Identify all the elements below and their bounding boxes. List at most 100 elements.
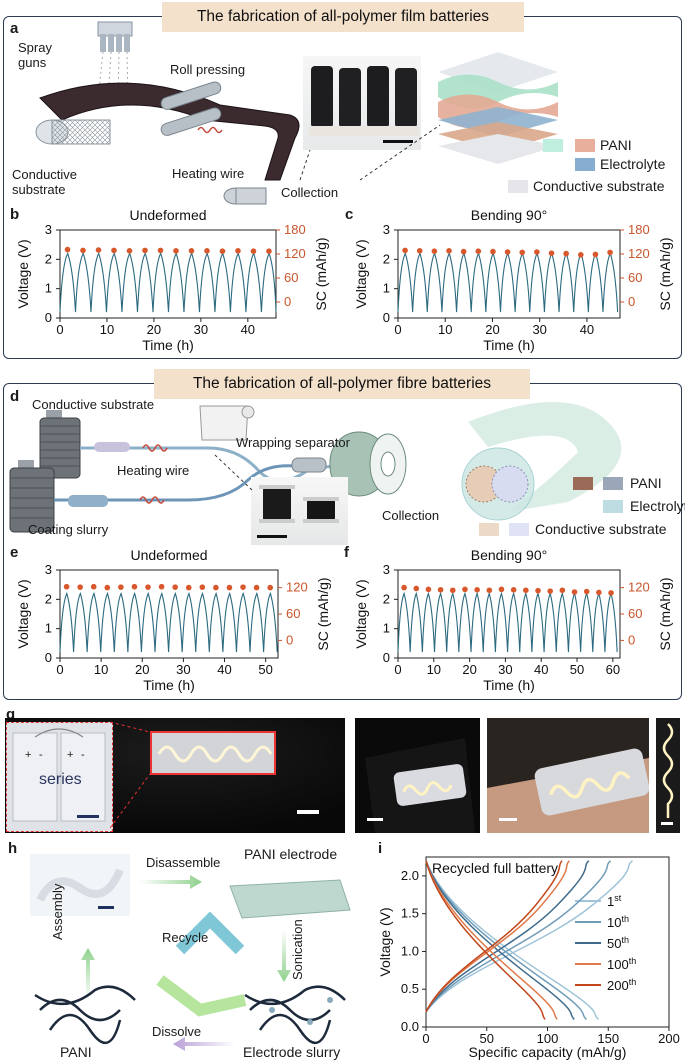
capacity-point (490, 248, 496, 255)
capacity-point (596, 589, 602, 596)
legend-electrolyte-swatch (575, 158, 595, 171)
collection-label: Collection (281, 185, 339, 200)
fibre-spools-photo (251, 477, 348, 545)
voltage-series-line (59, 591, 278, 653)
discharge-curve-200th (425, 860, 546, 1020)
capacity-point (131, 583, 138, 590)
y2-tick-label: 60 (286, 606, 300, 621)
y2-tick-label: 180 (628, 222, 650, 237)
y-tick-label: 1 (383, 621, 390, 636)
y-axis-label: Voltage (V) (353, 239, 369, 308)
plot-frame (425, 856, 670, 1028)
zoom-dashes (299, 124, 441, 181)
capacity-point (226, 584, 233, 591)
spool-icon-lower (9, 460, 55, 533)
capacity-point (449, 587, 456, 594)
capacity-point (145, 584, 151, 590)
x-tick-label: 50 (480, 1031, 494, 1046)
x-tick-label: 10 (94, 662, 108, 677)
x-tick-label: 40 (217, 662, 231, 677)
fibre-legend-pani-swatch-1 (573, 477, 593, 490)
fibre-legend-substrate-swatch-1 (479, 523, 499, 536)
voltage-series-line (397, 252, 619, 313)
x-axis-label: Time (h) (483, 337, 535, 353)
capacity-point (204, 248, 210, 254)
fibre-legend-electrolyte-label: Electrolyte (630, 498, 685, 514)
disassemble-label: Disassemble (146, 855, 221, 870)
discharge-curve-100th (425, 860, 558, 1020)
capacity-point (474, 587, 480, 593)
y-tick-label: 1 (45, 621, 52, 636)
y-tick-label: 1 (383, 281, 390, 296)
legend-pani-label: PANI (600, 137, 632, 153)
electrode-slurry-label: Electrode slurry (243, 1044, 341, 1060)
series-label: series (39, 771, 82, 788)
x-tick-label: 0 (394, 322, 401, 337)
film-cell-layers (438, 52, 558, 164)
x-tick-label: 40 (580, 322, 594, 337)
y-tick-label: 2.0 (401, 868, 419, 883)
y-tick-label: 2 (383, 591, 390, 606)
x-tick-label: 10 (438, 322, 452, 337)
dissolve-label: Dissolve (152, 1024, 202, 1039)
x-tick-label: 30 (194, 322, 208, 337)
capacity-point (213, 584, 219, 591)
x-tick-label: 30 (176, 662, 190, 677)
capacity-point (126, 248, 133, 254)
capacity-point (523, 587, 529, 594)
y2-tick-label: 120 (628, 246, 650, 261)
fibre-substrate-label: Conductive substrate (32, 397, 155, 412)
capacity-point (64, 246, 71, 253)
capacity-point (608, 590, 614, 596)
x-tick-label: 50 (570, 662, 584, 677)
capacity-point (219, 248, 226, 254)
discharge-curve-50th (425, 860, 575, 1020)
y2-tick-label: 180 (284, 222, 306, 237)
capacity-point (142, 247, 148, 254)
x-tick-label: 0 (56, 322, 63, 337)
y-tick-label: 2 (383, 251, 390, 266)
y2-tick-label: 120 (286, 580, 308, 595)
capacity-point (402, 247, 408, 254)
y2-axis-label: SC (mAh/g) (657, 237, 673, 310)
y-axis-label: Voltage (V) (15, 239, 31, 308)
capacity-point (519, 249, 526, 256)
coating-slurry-label: Coating slurry (28, 522, 109, 537)
capacity-point (563, 250, 569, 257)
conductive-substrate-label: Conductive substrate (12, 167, 78, 197)
capacity-point (188, 248, 195, 254)
y-tick-label: 3 (45, 562, 52, 577)
capacity-point (413, 585, 420, 592)
fibre-legend-pani-label: PANI (630, 475, 662, 491)
sonication-label: Sonication (290, 919, 305, 980)
x-tick-label: 0 (422, 1031, 429, 1046)
y2-tick-label: 60 (284, 270, 298, 285)
legend-substrate-label: Conductive substrate (533, 178, 665, 194)
capacity-point (571, 589, 578, 595)
y2-tick-label: 60 (628, 270, 642, 285)
y-tick-label: 3 (45, 222, 52, 237)
x-axis-label: Specific capacity (mAh/g) (469, 1044, 627, 1060)
recycle-diagram (30, 854, 351, 1051)
capacity-point (158, 583, 165, 590)
fibre-light-photo (656, 718, 680, 833)
pani-label: PANI (60, 1044, 92, 1060)
capacity-point (486, 587, 493, 594)
capacity-point (535, 587, 541, 594)
x-tick-label: 20 (135, 662, 149, 677)
capacity-point (504, 249, 511, 255)
voltage-series-line (59, 252, 277, 313)
x-tick-label: 40 (241, 322, 255, 337)
battery-series-inset: + - + - series (6, 722, 113, 832)
legend-label-10th: 10th (607, 914, 629, 930)
y2-tick-label: 120 (284, 246, 306, 261)
y2-tick-label: 0 (286, 632, 293, 647)
fibre-collection-label: Collection (382, 508, 440, 523)
x-tick-label: 60 (606, 662, 620, 677)
charge-curve-1st (425, 860, 634, 1013)
capacity-point (416, 248, 423, 254)
capacity-point (253, 584, 260, 591)
